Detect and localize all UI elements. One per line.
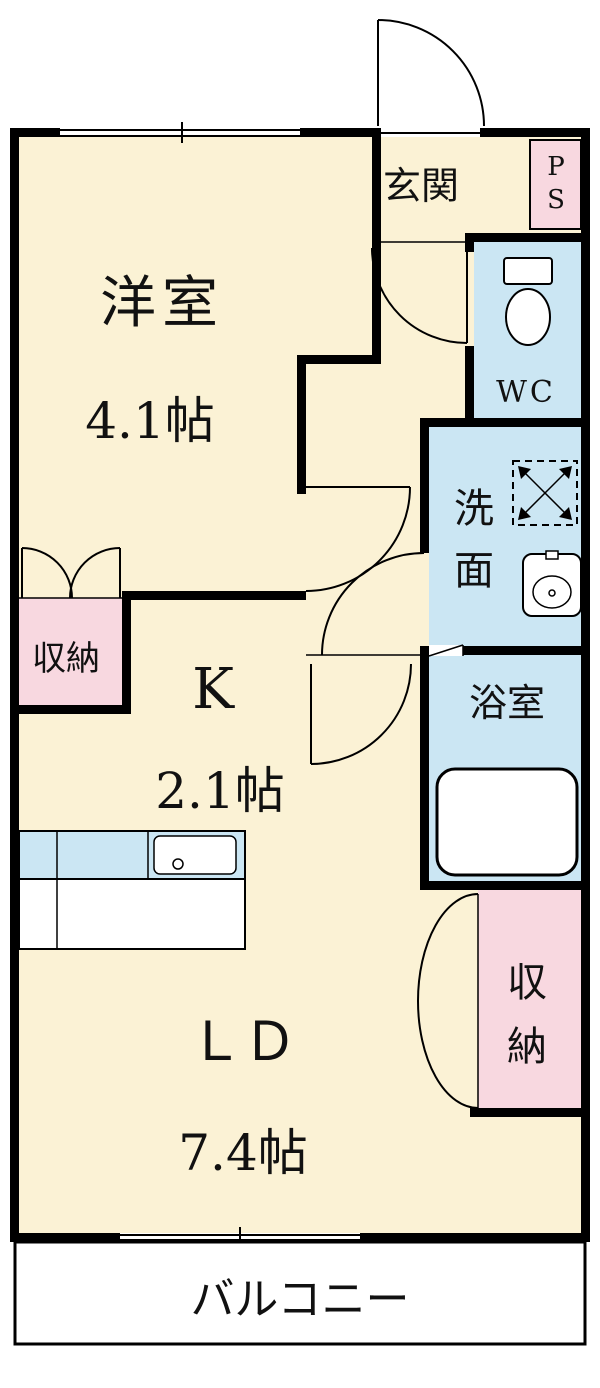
- label-entrance: 玄関: [383, 164, 459, 208]
- label-balcony: バルコニー: [190, 1274, 409, 1325]
- wall-segment: [420, 655, 429, 881]
- kitchen-faucet-icon: [172, 858, 184, 870]
- arrowhead: [559, 466, 572, 479]
- wall-segment: [122, 591, 306, 600]
- door-arc: [310, 663, 412, 765]
- balcony-area: [13, 1240, 587, 1346]
- door-arc: [321, 552, 425, 656]
- label-washroom-1: 洗: [454, 486, 494, 532]
- arrowhead: [518, 507, 531, 520]
- washing-machine-icon: [512, 460, 578, 526]
- label-ps-p: P: [547, 152, 565, 182]
- wall-segment: [10, 128, 19, 1242]
- kitchen-sink-icon: [153, 835, 237, 875]
- label-kitchen: K: [192, 657, 235, 722]
- arrowhead: [559, 507, 572, 520]
- window-bottom: [120, 1227, 360, 1248]
- window-top: [60, 122, 300, 143]
- wall-segment: [465, 233, 474, 252]
- washer-arrow-line: [523, 471, 567, 515]
- door-arc: [417, 893, 479, 1002]
- sink-cabinet: [522, 553, 582, 617]
- sink-drain: [548, 589, 556, 597]
- label-wc: WC: [496, 375, 556, 410]
- label-living-dining-size: 7.4帖: [178, 1124, 308, 1182]
- wall-segment: [420, 418, 429, 553]
- wall-segment: [465, 233, 590, 242]
- window-opening: [60, 128, 300, 137]
- wall-segment: [420, 646, 590, 655]
- entrance-door: [377, 19, 485, 243]
- closet-right-doors: [417, 893, 479, 1109]
- sink-bowl: [532, 575, 572, 609]
- bathroom-door-marker: [428, 644, 464, 657]
- wall-segment: [480, 128, 590, 137]
- toilet-tank: [503, 257, 553, 285]
- label-closet-left: 収納: [32, 639, 100, 679]
- label-western-room-size: 4.1帖: [85, 392, 215, 450]
- label-bathroom: 浴室: [469, 681, 545, 725]
- door-diagonal: [428, 644, 464, 657]
- label-closet-right-2: 納: [507, 1024, 547, 1070]
- door-arc: [305, 486, 411, 592]
- wall-segment: [470, 1108, 590, 1117]
- door-arc: [69, 547, 121, 599]
- label-western-room: 洋室: [100, 271, 224, 336]
- door-arc: [377, 19, 485, 127]
- kitchen-counter: [18, 830, 246, 950]
- wall-segment: [465, 346, 474, 427]
- pipe-space-box: [529, 139, 582, 230]
- sink-icon: [522, 550, 582, 617]
- toilet-icon: [503, 257, 553, 346]
- closet-left-room: [19, 598, 122, 705]
- closet-left-doors: [19, 547, 122, 599]
- door-arc: [417, 1000, 479, 1109]
- label-washroom-2: 面: [454, 548, 494, 594]
- label-living-dining: ＬＤ: [189, 1010, 297, 1073]
- arrowhead: [518, 466, 531, 479]
- wall-segment: [420, 418, 590, 427]
- wall-segment: [122, 591, 131, 714]
- label-ps-s: S: [547, 185, 565, 215]
- counter-base: [18, 878, 246, 950]
- wall-segment: [420, 881, 590, 890]
- door-arc: [371, 247, 468, 344]
- washer-pan: [512, 460, 578, 526]
- wall-segment: [10, 705, 131, 714]
- wall-segment: [297, 355, 306, 494]
- wall-segment: [372, 128, 381, 364]
- sink-faucet: [545, 550, 559, 560]
- wall-segment: [581, 137, 590, 1242]
- toilet-bowl: [505, 288, 551, 346]
- label-kitchen-size: 2.1帖: [155, 762, 285, 820]
- wall-segment: [297, 355, 381, 364]
- label-closet-right-1: 収: [507, 960, 547, 1006]
- closet-right-room: [478, 890, 581, 1108]
- interior-doors: [305, 247, 468, 765]
- bathtub-icon: [435, 767, 579, 877]
